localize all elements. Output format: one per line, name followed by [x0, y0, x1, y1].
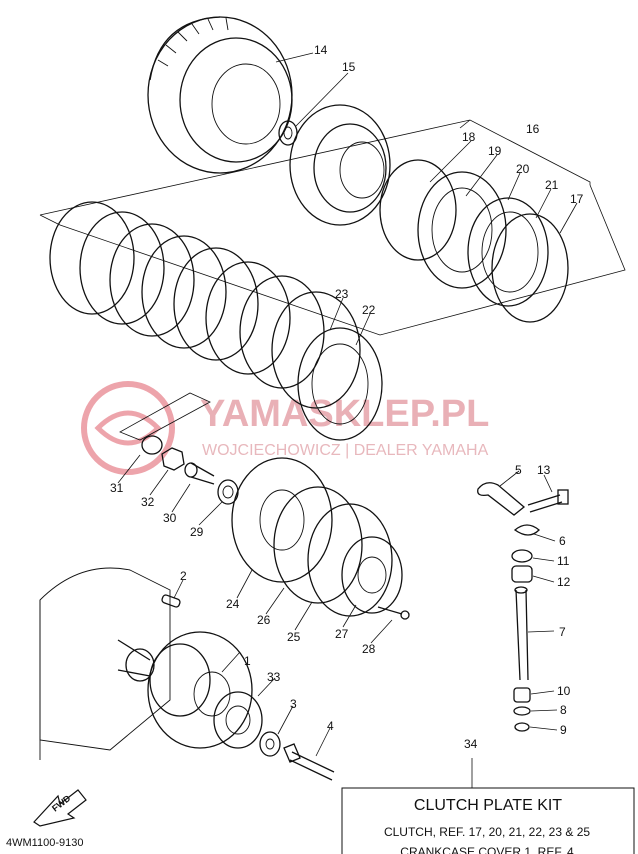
spring-6 [513, 524, 540, 536]
callout-28: 28 [362, 642, 376, 656]
plate-26 [273, 486, 363, 604]
pressure-plate-24 [231, 457, 333, 583]
callout-6: 6 [559, 534, 566, 548]
callout-5: 5 [515, 463, 522, 477]
plate-25 [307, 503, 393, 617]
callout-15: 15 [342, 60, 356, 74]
crankcase-outline [39, 567, 171, 760]
bolt-4 [283, 743, 335, 781]
clutch-plate-20 [467, 197, 549, 307]
callout-4: 4 [327, 719, 334, 733]
callout-8: 8 [560, 703, 567, 717]
callout-29: 29 [190, 525, 204, 539]
callout-1: 1 [244, 654, 251, 668]
callout-33: 33 [267, 670, 281, 684]
callout-13: 13 [537, 463, 551, 477]
kit-line-2: CRANKCASE COVER 1, REF. 4 [400, 845, 574, 854]
push-lever-shaft-7 [514, 586, 529, 681]
callout-22: 22 [362, 303, 376, 317]
watermark-subtitle: WOJCIECHOWICZ | DEALER YAMAHA [202, 442, 489, 459]
push-rod-30 [184, 462, 215, 485]
callout-16: 16 [526, 122, 540, 136]
callout-23: 23 [335, 287, 349, 301]
callout-18: 18 [462, 130, 476, 144]
diagram-code: 4WM1100-9130 [6, 837, 83, 849]
callout-17: 17 [570, 192, 584, 206]
callout-32: 32 [141, 495, 155, 509]
clutch-plate-21 [491, 213, 569, 323]
callout-27: 27 [335, 627, 349, 641]
push-lever-5 [477, 482, 526, 516]
callout-12: 12 [557, 575, 571, 589]
circlip-9 [514, 722, 530, 732]
wire-circlip-18 [379, 159, 457, 261]
bearing-29 [217, 479, 239, 505]
clutch-boss [289, 104, 391, 226]
screw-28 [377, 606, 410, 620]
collar-3 [259, 731, 281, 757]
watermark-logo-icon [81, 381, 175, 475]
primary-driven-gear-1 [147, 631, 253, 749]
kit-ref-number: 34 [464, 737, 478, 751]
callout-14: 14 [314, 43, 328, 57]
group-bracket-lower [59, 184, 626, 336]
callout-20: 20 [516, 162, 530, 176]
callout-24: 24 [226, 597, 240, 611]
friction-plate-19 [417, 171, 507, 289]
bolt-13 [527, 489, 569, 513]
dowel-pin-2 [161, 594, 181, 608]
kit-title: CLUTCH PLATE KIT [414, 797, 562, 814]
group-bracket-16 [39, 119, 591, 226]
group-bracket-pushrod [119, 392, 211, 441]
shaft-stub [117, 639, 155, 682]
callout-3: 3 [290, 697, 297, 711]
lock-washer-31 [141, 435, 163, 455]
callout-21: 21 [545, 178, 559, 192]
callout-30: 30 [163, 511, 177, 525]
forward-arrow-icon: FWD [33, 789, 87, 827]
callout-2: 2 [180, 569, 187, 583]
callout-19: 19 [488, 144, 502, 158]
oil-seal-11 [511, 549, 533, 563]
leader-lines [117, 52, 578, 790]
bearing-12 [511, 565, 533, 583]
callout-31: 31 [110, 481, 124, 495]
friction-plate-stack [49, 201, 383, 441]
washer-33 [213, 691, 263, 749]
callout-11: 11 [557, 554, 570, 568]
watermark-main: YAMASKLEP.PL [200, 393, 489, 435]
callout-25: 25 [287, 630, 301, 644]
callout-26: 26 [257, 613, 271, 627]
callout-7: 7 [559, 625, 566, 639]
washer-8 [513, 706, 531, 716]
dealer-watermark: YAMASKLEP.PL WOJCIECHOWICZ | DEALER YAMA… [81, 381, 489, 475]
nut-32 [161, 447, 185, 471]
callout-labels: 1 2 3 4 5 6 7 8 9 10 11 12 13 14 15 16 1… [110, 43, 584, 737]
spring-plate-27 [341, 536, 403, 614]
clutch-housing [147, 16, 293, 174]
kit-line-1: CLUTCH, REF. 17, 20, 21, 22, 23 & 25 [384, 825, 590, 839]
bushing-10 [513, 687, 531, 703]
callout-9: 9 [560, 723, 567, 737]
clutch-plate-kit-box: 34 CLUTCH PLATE KIT CLUTCH, REF. 17, 20,… [341, 737, 635, 854]
callout-10: 10 [557, 684, 571, 698]
